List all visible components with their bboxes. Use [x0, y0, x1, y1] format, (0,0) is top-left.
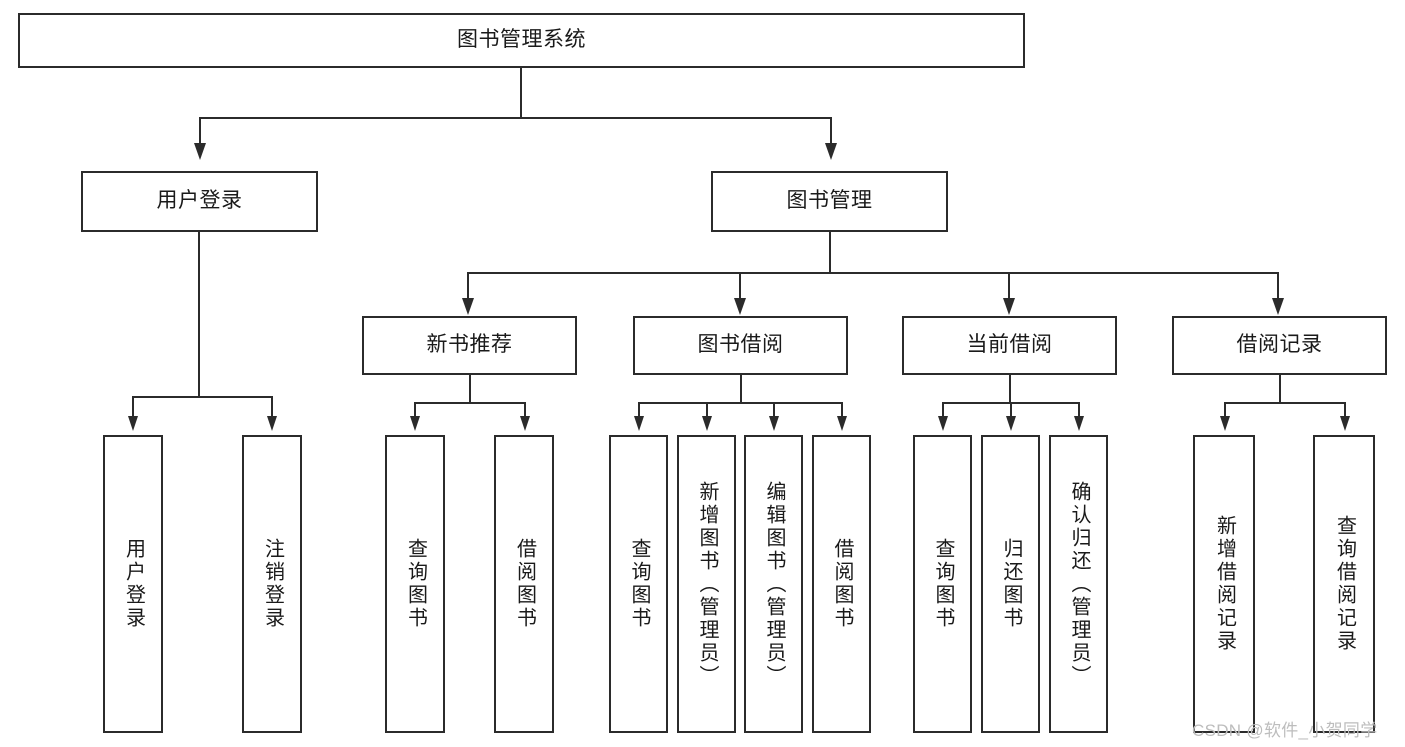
edge-nbr-drop-2	[524, 402, 527, 418]
leaf-query-book-3[interactable]: 查询图书	[913, 435, 972, 733]
edge-br-stem	[1279, 375, 1282, 404]
edge-nbr-stem	[469, 375, 472, 404]
edge-root-to-user-login	[199, 117, 202, 145]
node-label: 借阅记录	[1236, 333, 1323, 357]
arrow-nbr-leaf-1	[409, 416, 420, 431]
node-label: 归还图书	[1000, 538, 1022, 630]
arrow-root-to-book-management	[824, 143, 837, 160]
node-label: 用户登录	[156, 189, 243, 213]
edge-root-stem	[520, 68, 523, 118]
edge-root-to-book-management	[830, 117, 833, 145]
arrow-bb-leaf-4	[836, 416, 847, 431]
arrow-cb-leaf-1	[937, 416, 948, 431]
csdn-watermark: CSDN @软件_小贺同学	[1192, 721, 1378, 740]
edge-bb-drop-4	[841, 402, 844, 418]
edge-bb-bus	[638, 402, 841, 405]
leaf-borrow-book-2[interactable]: 借阅图书	[812, 435, 871, 733]
edge-bb-stem	[740, 375, 743, 404]
node-label: 借阅图书	[513, 538, 536, 630]
leaf-return-book[interactable]: 归还图书	[981, 435, 1040, 733]
leaf-add-book[interactable]: 新增图书（管理员）	[677, 435, 736, 733]
arrow-user-login-leaf-1	[127, 416, 138, 431]
leaf-user-logout[interactable]: 注销登录	[242, 435, 302, 733]
arrow-bm-to-book-borrow	[733, 298, 746, 315]
edge-br-drop-1	[1224, 402, 1227, 418]
node-label: 查询借阅记录	[1333, 515, 1356, 653]
edge-cb-drop-3	[1078, 402, 1081, 418]
node-label: 当前借阅	[966, 333, 1053, 357]
node-label: 用户登录	[122, 538, 145, 630]
arrow-cb-leaf-3	[1073, 416, 1084, 431]
edge-nbr-bus	[414, 402, 524, 405]
edge-user-login-stem	[198, 232, 201, 398]
leaf-user-login[interactable]: 用户登录	[103, 435, 163, 733]
edge-bm-drop-2	[739, 272, 742, 300]
edge-book-management-bus	[467, 272, 1279, 275]
node-label: 图书借阅	[697, 333, 784, 357]
node-label: 确认归还（管理员）	[1068, 480, 1090, 688]
node-new-book-recommend[interactable]: 新书推荐	[362, 316, 577, 375]
edge-cb-drop-1	[942, 402, 945, 418]
arrow-bb-leaf-3	[768, 416, 779, 431]
edge-bb-drop-3	[773, 402, 776, 418]
node-user-login[interactable]: 用户登录	[81, 171, 318, 232]
arrow-br-leaf-1	[1219, 416, 1230, 431]
leaf-query-book-2[interactable]: 查询图书	[609, 435, 668, 733]
node-book-management[interactable]: 图书管理	[711, 171, 948, 232]
leaf-edit-book[interactable]: 编辑图书（管理员）	[744, 435, 803, 733]
edge-user-login-drop-1	[132, 396, 135, 418]
node-book-borrow[interactable]: 图书借阅	[633, 316, 848, 375]
edge-bm-drop-3	[1008, 272, 1011, 300]
edge-bb-drop-1	[638, 402, 641, 418]
edge-bm-drop-4	[1277, 272, 1280, 300]
node-borrow-record[interactable]: 借阅记录	[1172, 316, 1387, 375]
leaf-borrow-book-1[interactable]: 借阅图书	[494, 435, 554, 733]
arrow-bm-to-new-book-recommend	[461, 298, 474, 315]
edge-bb-drop-2	[706, 402, 709, 418]
edge-nbr-drop-1	[414, 402, 417, 418]
node-label: 注销登录	[261, 538, 284, 630]
edge-book-management-stem	[829, 232, 832, 274]
arrow-bb-leaf-1	[633, 416, 644, 431]
arrow-bb-leaf-2	[701, 416, 712, 431]
leaf-add-record[interactable]: 新增借阅记录	[1193, 435, 1255, 733]
leaf-query-record[interactable]: 查询借阅记录	[1313, 435, 1375, 733]
arrow-root-to-user-login	[193, 143, 206, 160]
node-label: 图书管理系统	[457, 28, 586, 52]
arrow-br-leaf-2	[1339, 416, 1350, 431]
node-label: 新增借阅记录	[1213, 515, 1236, 653]
node-book-management-system[interactable]: 图书管理系统	[18, 13, 1025, 68]
edge-cb-drop-2	[1010, 402, 1013, 418]
node-label: 查询图书	[404, 538, 427, 630]
edge-root-bus	[199, 117, 832, 120]
edge-br-drop-2	[1344, 402, 1347, 418]
node-label: 查询图书	[628, 538, 650, 630]
edge-cb-stem	[1009, 375, 1012, 404]
arrow-nbr-leaf-2	[519, 416, 530, 431]
arrow-cb-leaf-2	[1005, 416, 1016, 431]
node-label: 查询图书	[932, 538, 954, 630]
edge-user-login-bus	[132, 396, 272, 399]
node-label: 新书推荐	[426, 333, 513, 357]
arrow-user-login-leaf-2	[266, 416, 277, 431]
node-label: 借阅图书	[831, 538, 853, 630]
edge-user-login-drop-2	[271, 396, 274, 418]
node-label: 新增图书（管理员）	[696, 480, 718, 688]
leaf-confirm-return[interactable]: 确认归还（管理员）	[1049, 435, 1108, 733]
arrow-bm-to-current-borrow	[1002, 298, 1015, 315]
node-current-borrow[interactable]: 当前借阅	[902, 316, 1117, 375]
leaf-query-book-1[interactable]: 查询图书	[385, 435, 445, 733]
node-label: 编辑图书（管理员）	[763, 480, 785, 688]
arrow-bm-to-borrow-record	[1271, 298, 1284, 315]
edge-bm-drop-1	[467, 272, 470, 300]
node-label: 图书管理	[786, 189, 873, 213]
edge-br-bus	[1224, 402, 1344, 405]
